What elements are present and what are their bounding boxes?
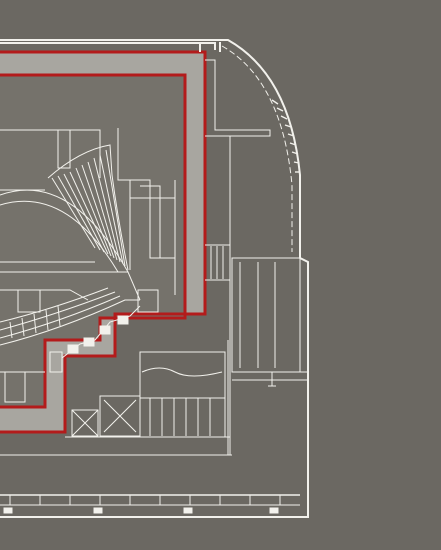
service-core: [205, 59, 308, 455]
building-outline: [0, 39, 309, 518]
lower-rooms: [0, 340, 232, 456]
outer-red-outline: [0, 50, 207, 434]
roof-dashed-line: [221, 45, 293, 252]
roof-ribs: [271, 99, 300, 173]
auditorium-linework: [0, 128, 176, 403]
foundation: [0, 494, 300, 514]
